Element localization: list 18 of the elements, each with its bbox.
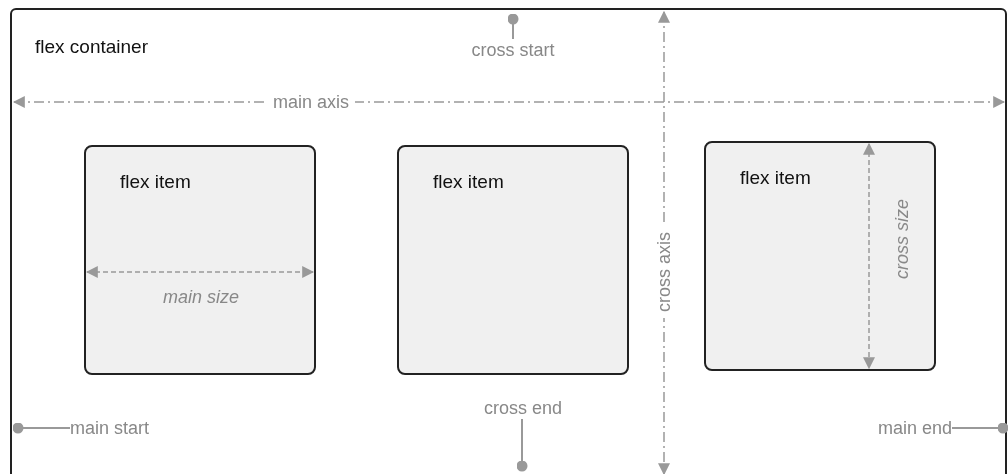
container-title: flex container [35, 36, 148, 58]
leader-line [507, 13, 519, 40]
flex-container [10, 8, 1007, 474]
item-title: flex item [433, 171, 504, 193]
axis-end-label: main start [70, 417, 151, 439]
item-title: flex item [740, 167, 811, 189]
item-title: flex item [120, 171, 191, 193]
flex-item-box [704, 141, 936, 371]
axis-label: cross size [891, 198, 913, 281]
axis-end-label: cross end [482, 397, 563, 419]
axis-end-label: cross start [470, 39, 556, 61]
leader-line [12, 422, 71, 434]
axis-label: main size [162, 286, 240, 308]
flex-item-box [397, 145, 629, 375]
leader-line [951, 422, 1008, 434]
axis-end-label: main end [876, 417, 952, 439]
flex-item-box [84, 145, 316, 375]
leader-line [516, 418, 528, 472]
